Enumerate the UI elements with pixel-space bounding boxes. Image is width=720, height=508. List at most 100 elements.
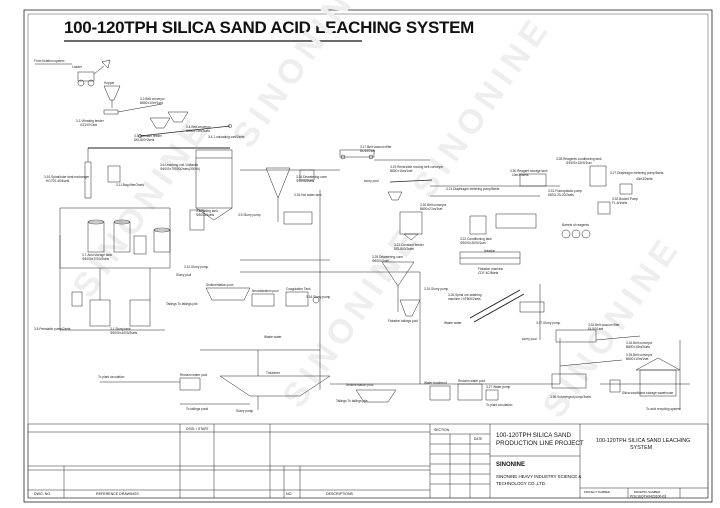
label-water-pump: 3.27.Water pump	[486, 385, 511, 389]
label-tailings-pile-2: Tailings To tailings pile	[336, 399, 368, 403]
label-loader: Loader	[72, 65, 83, 69]
label-from-flotation: From flotation system	[34, 59, 65, 63]
label-heat-exchanger: 3.10.Spiral/tube heat exchanger	[44, 175, 90, 179]
label-belt-5: 3.35.Belt conveyor	[626, 353, 653, 357]
label-belt-2-spec: B800×75m/2sets	[186, 129, 210, 133]
watermark-2: SINONINE	[225, 0, 378, 155]
label-barrels: Barrels of reagents	[562, 223, 589, 227]
tb-drawing-number-label: DRAWING NUMBER	[634, 490, 660, 494]
label-spiral-wash: 3.26.Spiral ore-washing	[448, 293, 482, 297]
label-dewater-cone-spec: Φ3000/2sets	[296, 179, 315, 183]
label-diaphragm-spec: 40m3/2sets	[636, 177, 653, 181]
equipment-labels: From flotation system Loader Hopper 3.2.…	[34, 59, 681, 413]
label-cond-tank: 3.22.Conditioning tank	[460, 237, 492, 241]
watermark-group: SINONINE SINONINE SINONINE SINONINE SINO…	[65, 0, 688, 425]
label-leaching-spec: Φ4000×70000/2sets(3000#)	[160, 167, 200, 171]
label-rev-belt-spec: B800×16m/1set	[390, 169, 413, 173]
label-slurry-tank-spec: Φ3000×4000/2sets	[110, 331, 137, 335]
label-slurry-tank: 3.1.Slurry tank	[110, 327, 131, 331]
tb-ref-drawings: REFERENCE DRAWINGS	[96, 492, 139, 496]
label-dewater-cone-2-spec: Φ6000/1set	[372, 259, 389, 263]
label-unloading-cart: 3.4.1.unloading cart/2sets	[208, 135, 245, 139]
label-belt-4-spec: B800×18m/2sets	[626, 345, 650, 349]
label-belt-5-spec: B800×10m/1set	[626, 357, 649, 361]
label-hot-water: 3.15.Hot water tank	[294, 193, 322, 197]
label-flot-tailings: Flotation tailings pool	[388, 319, 418, 323]
label-dewater-cone-2: 3.25.Dewatering cone	[372, 255, 403, 259]
label-to-acid-recycle: To acid recycling system	[646, 407, 681, 411]
label-fluoro-pump: 3.31.Fluoroplastic pump	[548, 189, 582, 193]
drawing-title: 100-120TPH SILICA SAND ACID LEACHING SYS…	[64, 18, 474, 37]
label-dewater-cone: 3.14.Dewatering cone	[296, 175, 327, 179]
label-const-feeder-2-spec: DEL800/2sets	[394, 247, 414, 251]
label-slurry-pump-5: 3.37.Slurry pump	[536, 321, 560, 325]
title-block	[27, 423, 709, 499]
label-slurry-pool-3: slurry pool	[522, 337, 537, 341]
label-reagent-tank: 3.28.Reagents conditioning tank	[556, 157, 602, 161]
label-vac-filter-1-spec: DU10/1set	[360, 149, 375, 153]
tb-title-right-1: 100-120TPH SILICA SAND LEACHING	[596, 438, 690, 444]
tb-company-1: SINONINE HEAVY INDUSTRY SCIENCE &	[496, 474, 581, 479]
label-silica-storage: Silica sand/sand storage warehouse	[622, 391, 673, 395]
label-acid-storage-spec: Φ4000×7000/2sets	[82, 257, 109, 261]
label-waste-water: Waste water	[264, 335, 283, 339]
tb-date: DATE	[474, 437, 482, 441]
watermark-3: SINONINE	[405, 9, 558, 205]
label-hopper: Hopper	[104, 81, 115, 85]
label-reagent-tank-spec: Φ1500×1500/1set	[566, 161, 592, 165]
label-acid-storage: 3.7.Acid storage tank	[82, 253, 112, 257]
label-belt-1: 3.2.Belt conveyor	[140, 97, 166, 101]
label-diaphragm-metering: 3.21.Diaphragm metering pump/6sets	[446, 187, 500, 191]
label-reagent-storage: 3.30.Reagent storage tank	[510, 169, 548, 173]
label-leaching: 3.6.Leaching unit 10#tanks	[160, 163, 199, 167]
label-cond-tank-spec: Φ3000×3000/1set	[460, 241, 486, 245]
label-reclaim-water: Reclaim water pool	[458, 379, 485, 383]
tb-project-number-label: PROJECT NUMBER	[584, 490, 610, 494]
label-boiling-spec: Φ3000/4sets	[196, 213, 215, 217]
title-block-text: DSGL / START DWG. NO. REFERENCE DRAWINGS…	[34, 427, 690, 499]
label-diaphragm: 3.27.Diaphragm metering pump/6sets	[610, 171, 664, 175]
label-reclaim-pool: Reclaim water pool	[180, 373, 207, 377]
label-const-feeder-2: 3.22.Constant feeder	[394, 243, 425, 247]
label-tailings-pile: Tailings To tailings pile	[166, 302, 198, 306]
label-neutralization: Neutralization pool	[252, 289, 279, 293]
label-peristaltic: 3.5.Peristaltic pump/2sets	[34, 327, 71, 331]
label-heat-exchanger-spec: HG700-49/4sets	[46, 179, 70, 183]
tb-title-left-2: PRODUCTION LINE PROJECT	[496, 440, 584, 447]
label-belt-1-spec: B800×10m*1set	[140, 101, 163, 105]
label-slurry-pool: slurry pool	[364, 179, 379, 183]
tb-dwg-no: DWG. NO.	[34, 492, 51, 496]
label-const-feeder-spec: DEL800*2sets	[134, 138, 155, 142]
tb-title-left-1: 100-120TPH SILICA SAND	[496, 432, 572, 439]
label-to-plant: To plant circulation	[486, 403, 513, 407]
tb-title-right-2: SYSTEM	[630, 445, 653, 451]
label-slurry-pump-4: 3.24.Slurry pump	[424, 287, 448, 291]
tb-company-logo: SINONINE	[496, 462, 525, 468]
label-vac-filter-2-spec: DU10/1set	[588, 327, 603, 331]
tb-section: SECTION	[434, 428, 450, 432]
label-waste-water-2: Waste water	[444, 321, 463, 325]
label-slurry-pump-2: 3.12.Slurry pump	[184, 265, 208, 269]
tb-drawing-number: P(SL)SQTH0420100-03	[630, 495, 666, 499]
label-to-tailings-pond: To tailings pond	[186, 407, 208, 411]
label-sedimentation-2: Sedimentation pool	[346, 383, 374, 387]
label-vac-filter-2: 3.33.Belt vacuum filter	[588, 323, 620, 327]
label-vib-feeder-spec: GZ100*1set	[80, 123, 97, 127]
tb-no: NO.	[286, 492, 292, 496]
label-coagulation: Coagulation Tank	[286, 287, 311, 291]
label-to-plant-2: To plant circulation	[98, 375, 125, 379]
label-spiral-wash-spec: machine LXF800/2sets	[448, 297, 481, 301]
label-vac-filter-1: 3.17.Belt vacuum filter	[360, 145, 392, 149]
label-bag-filter: 3.11.Bag filter/2sets	[116, 183, 144, 187]
label-flotation: flotation	[484, 249, 495, 253]
label-vib-feeder: 3.1.Vibrating feeder	[76, 119, 105, 123]
label-belt-3: 3.20.Belt conveyor	[420, 203, 447, 207]
label-slurry-pump-6: Slurry pump	[236, 409, 253, 413]
label-submerged-pump: 3.36.Submerged pump/3sets	[550, 395, 591, 399]
label-rev-belt: 3.19.Reversible moving belt conveyor	[390, 165, 444, 169]
label-water-treatment: Water treatment	[424, 381, 447, 385]
label-slurry-pump-3: 3.16.Slurry pump	[306, 295, 330, 299]
label-belt-2: 3.4.Belt conveyor	[186, 125, 212, 129]
